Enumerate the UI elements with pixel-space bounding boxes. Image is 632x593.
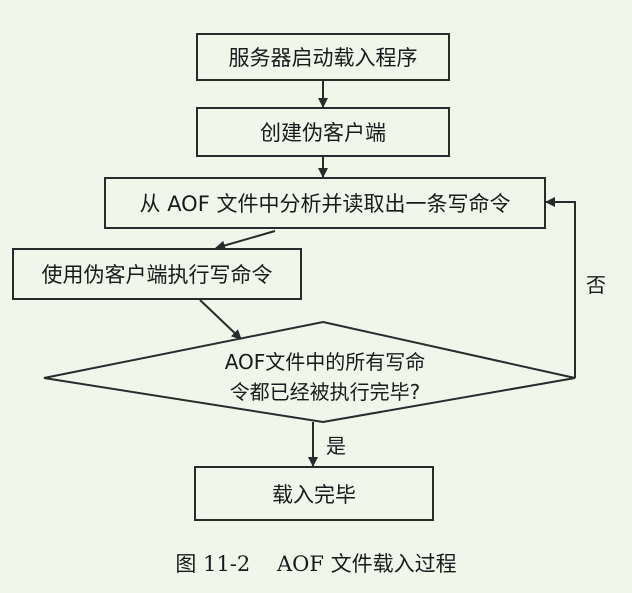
step-read-command-box: 从 AOF 文件中分析并读取出一条写命令 xyxy=(104,177,546,229)
step-start-box: 服务器启动载入程序 xyxy=(196,33,450,81)
decision-line-2: 令都已经被执行完毕? xyxy=(229,380,421,404)
decision-diamond xyxy=(43,320,576,424)
step-done-box: 载入完毕 xyxy=(194,466,434,521)
arrow-loop-back-no xyxy=(545,197,576,378)
step-start-text: 服务器启动载入程序 xyxy=(228,46,418,70)
arrow-execute-to-decision xyxy=(199,299,242,340)
step-execute-text: 使用伪客户端执行写命令 xyxy=(41,263,273,287)
figure-caption: 图 11-2 AOF 文件载入过程 xyxy=(175,552,457,576)
step-execute-box: 使用伪客户端执行写命令 xyxy=(12,248,302,300)
decision-text: AOF文件中的所有写命 令都已经被执行完毕? xyxy=(130,347,520,407)
step-create-client-text: 创建伪客户端 xyxy=(260,121,386,145)
step-read-command-text: 从 AOF 文件中分析并读取出一条写命令 xyxy=(139,192,511,216)
branch-yes-label: 是 xyxy=(326,434,346,458)
branch-no-label: 否 xyxy=(586,273,606,297)
step-done-text: 载入完毕 xyxy=(272,482,356,507)
arrow-read-to-execute xyxy=(215,230,276,251)
decision-line-1: AOF文件中的所有写命 xyxy=(224,350,426,374)
step-create-client-box: 创建伪客户端 xyxy=(196,107,450,157)
